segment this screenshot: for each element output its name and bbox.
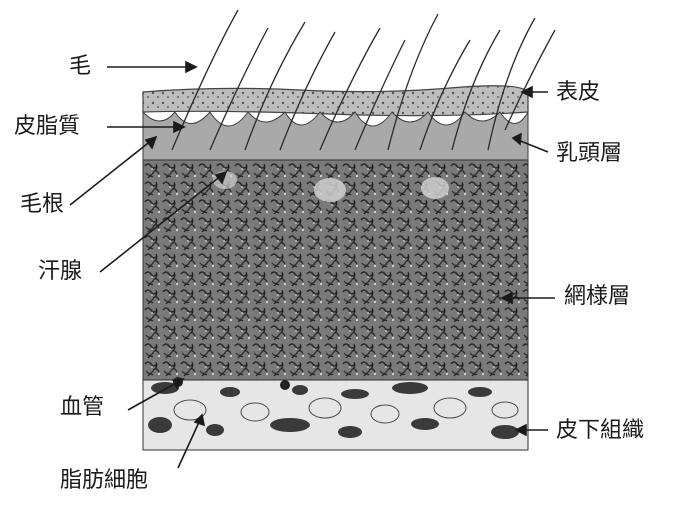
label-papillary-layer: 乳頭層 [556, 143, 622, 165]
label-subcutaneous-tissue: 皮下組織 [556, 420, 644, 442]
label-hair: 毛 [69, 56, 91, 78]
subcutaneous-layer [143, 377, 528, 450]
label-reticular-layer: 網様層 [564, 286, 630, 308]
label-hair-root: 毛根 [20, 194, 64, 216]
reticular-layer [143, 160, 528, 380]
label-sebaceous-gland: 皮脂質 [14, 116, 80, 138]
label-sweat-gland: 汗腺 [38, 261, 82, 283]
label-epidermis: 表皮 [556, 82, 600, 104]
label-blood-vessel: 血管 [60, 397, 104, 419]
label-fat-cells: 脂肪細胞 [60, 470, 148, 492]
pointer-hair-root [70, 140, 152, 205]
